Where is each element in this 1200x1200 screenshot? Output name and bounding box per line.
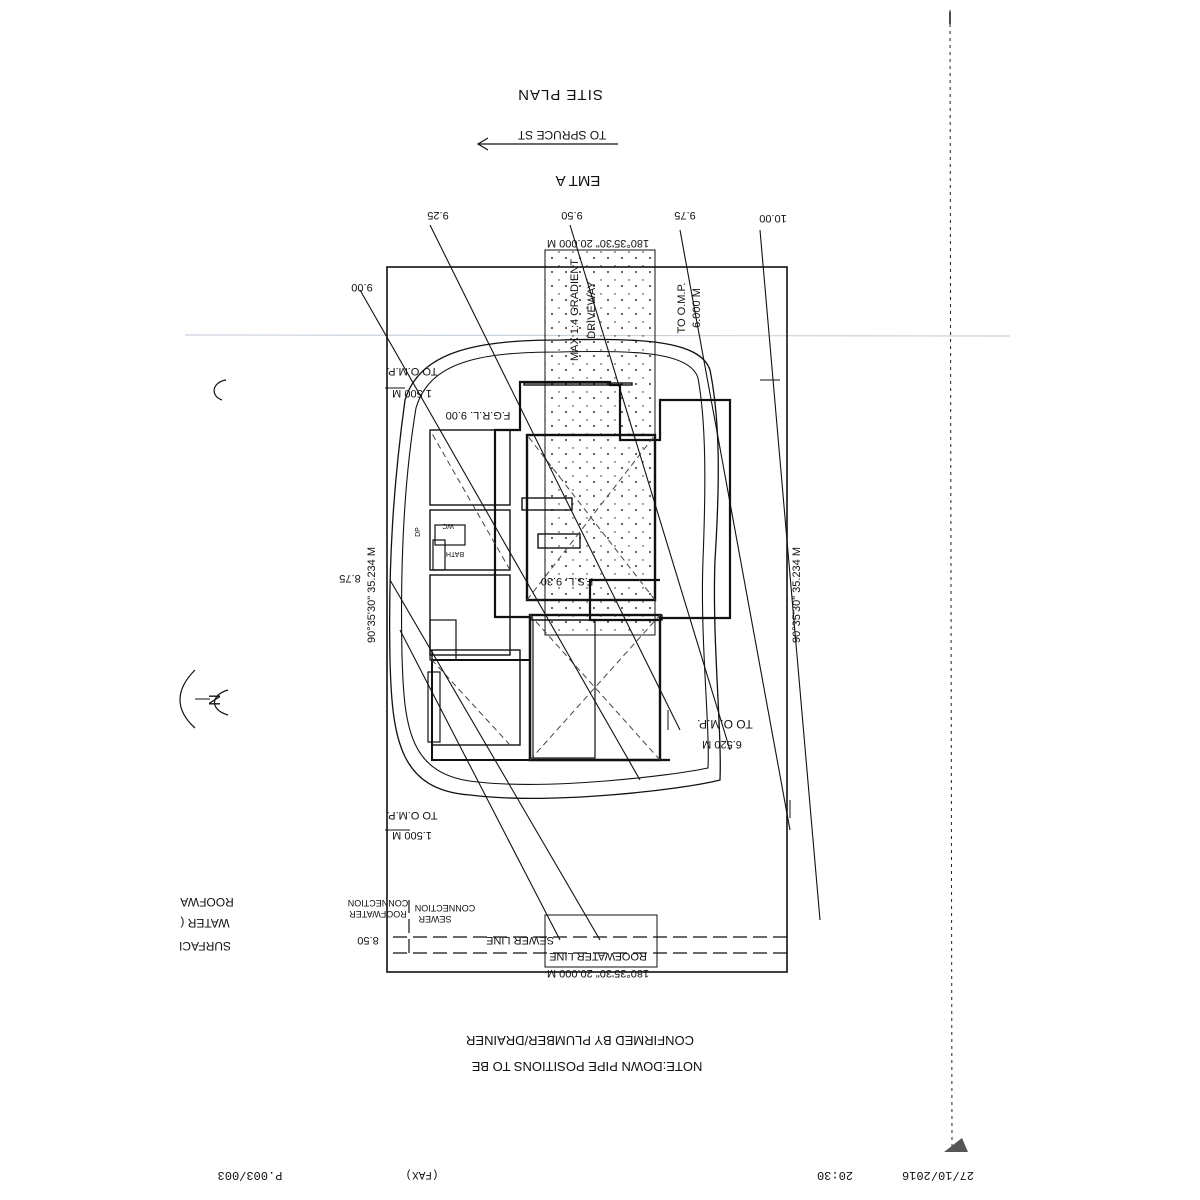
street-arrow: TO SPRUCE ST bbox=[476, 128, 618, 151]
contour-label-9-75: 9.75 bbox=[674, 209, 695, 221]
fgl-label: F.G.R.L. 9.00 bbox=[446, 409, 511, 421]
setback-front-label: 6.000 M bbox=[691, 288, 703, 328]
north-label: N bbox=[207, 694, 224, 706]
contour-label-8-50: 8.50 bbox=[357, 934, 378, 946]
site-plan-title: SITE PLAN bbox=[517, 86, 603, 103]
setback-garage-label: 6.520 M bbox=[702, 738, 742, 750]
street-arrow-label: TO SPRUCE ST bbox=[517, 128, 606, 142]
boundary-right-label: 90°35'30" 35.234 M bbox=[791, 547, 803, 643]
note-line-2: CONFIRMED BY PLUMBER/DRAINER bbox=[466, 1033, 694, 1048]
fax-time: 20:30 bbox=[817, 1168, 853, 1182]
contour-label-9-00: 9.00 bbox=[351, 281, 372, 293]
contour-label-9-50: 9.50 bbox=[561, 209, 582, 221]
scan-corner-mark bbox=[944, 1138, 968, 1152]
finished-ground-contour-inner bbox=[400, 350, 709, 785]
fax-page: P.003/003 bbox=[218, 1168, 283, 1182]
moon-mark-icon bbox=[213, 379, 227, 401]
sewer-line-label: SEWER LINE bbox=[486, 934, 554, 946]
dp-label: DP bbox=[415, 527, 422, 537]
roofwater-line-label: ROOFWATER LINE bbox=[549, 950, 647, 962]
driveway-gradient-label: MAX 1:4 GRADIENT bbox=[569, 259, 581, 361]
legend-line-1: SURFACI bbox=[179, 939, 231, 953]
service-lines bbox=[390, 900, 787, 954]
fsl-label: F.S.L. 9.30 bbox=[541, 575, 594, 587]
sewer-connection-1: SEWER bbox=[418, 914, 452, 924]
legend-line-2: WATER ( bbox=[180, 916, 229, 930]
boundary-bottom-label: 180°35'30" 20.000 M bbox=[547, 967, 649, 979]
scan-edge-line bbox=[949, 9, 953, 1151]
legend-line-3: ROOFWA bbox=[180, 895, 234, 909]
note-line-1: NOTE:DOWN PIPE POSITIONS TO BE bbox=[471, 1059, 702, 1074]
fax-date: 27/10/2016 bbox=[902, 1168, 974, 1182]
contour-label-9-25: 9.25 bbox=[427, 209, 448, 221]
easement-label: EMT A bbox=[556, 172, 601, 189]
setback-side-bottom-label: 1.500 M bbox=[392, 829, 432, 841]
sewer-connection-2: CONNECTION bbox=[415, 903, 476, 913]
setback-side-bottom-ref: TO O.M.P. bbox=[387, 809, 438, 821]
contour-label-8-75: 8.75 bbox=[339, 572, 360, 584]
contour-label-10-00: 10.00 bbox=[759, 212, 787, 224]
dimension-lines bbox=[385, 379, 791, 831]
finished-ground-contour bbox=[388, 338, 721, 799]
contour-lines bbox=[359, 224, 821, 941]
setback-side-top-ref: TO O.M.P. bbox=[387, 365, 438, 377]
setback-garage-ref: TO O.M.P. bbox=[697, 717, 753, 731]
wc-label: WC bbox=[442, 522, 454, 529]
setback-side-top-label: 1.500 M bbox=[392, 387, 432, 399]
roofwater-connection-2: CONNECTION bbox=[348, 898, 409, 908]
north-arrow-icon: N bbox=[179, 669, 229, 729]
driveway-label: DRIVEWAY bbox=[586, 281, 598, 339]
fax-mode: (FAX) bbox=[405, 1168, 438, 1180]
boundary-left-label: 90°35'30" 35.234 M bbox=[366, 547, 378, 643]
bath-label: BATH bbox=[446, 550, 464, 557]
roof-diagonals bbox=[429, 429, 661, 761]
roofwater-connection-1: ROOFWATER bbox=[349, 909, 407, 919]
boundary-top-label: 180°35'30" 20.000 M bbox=[547, 237, 649, 249]
setback-front-ref: TO O.M.P. bbox=[676, 283, 688, 334]
floor-plan bbox=[427, 382, 662, 762]
